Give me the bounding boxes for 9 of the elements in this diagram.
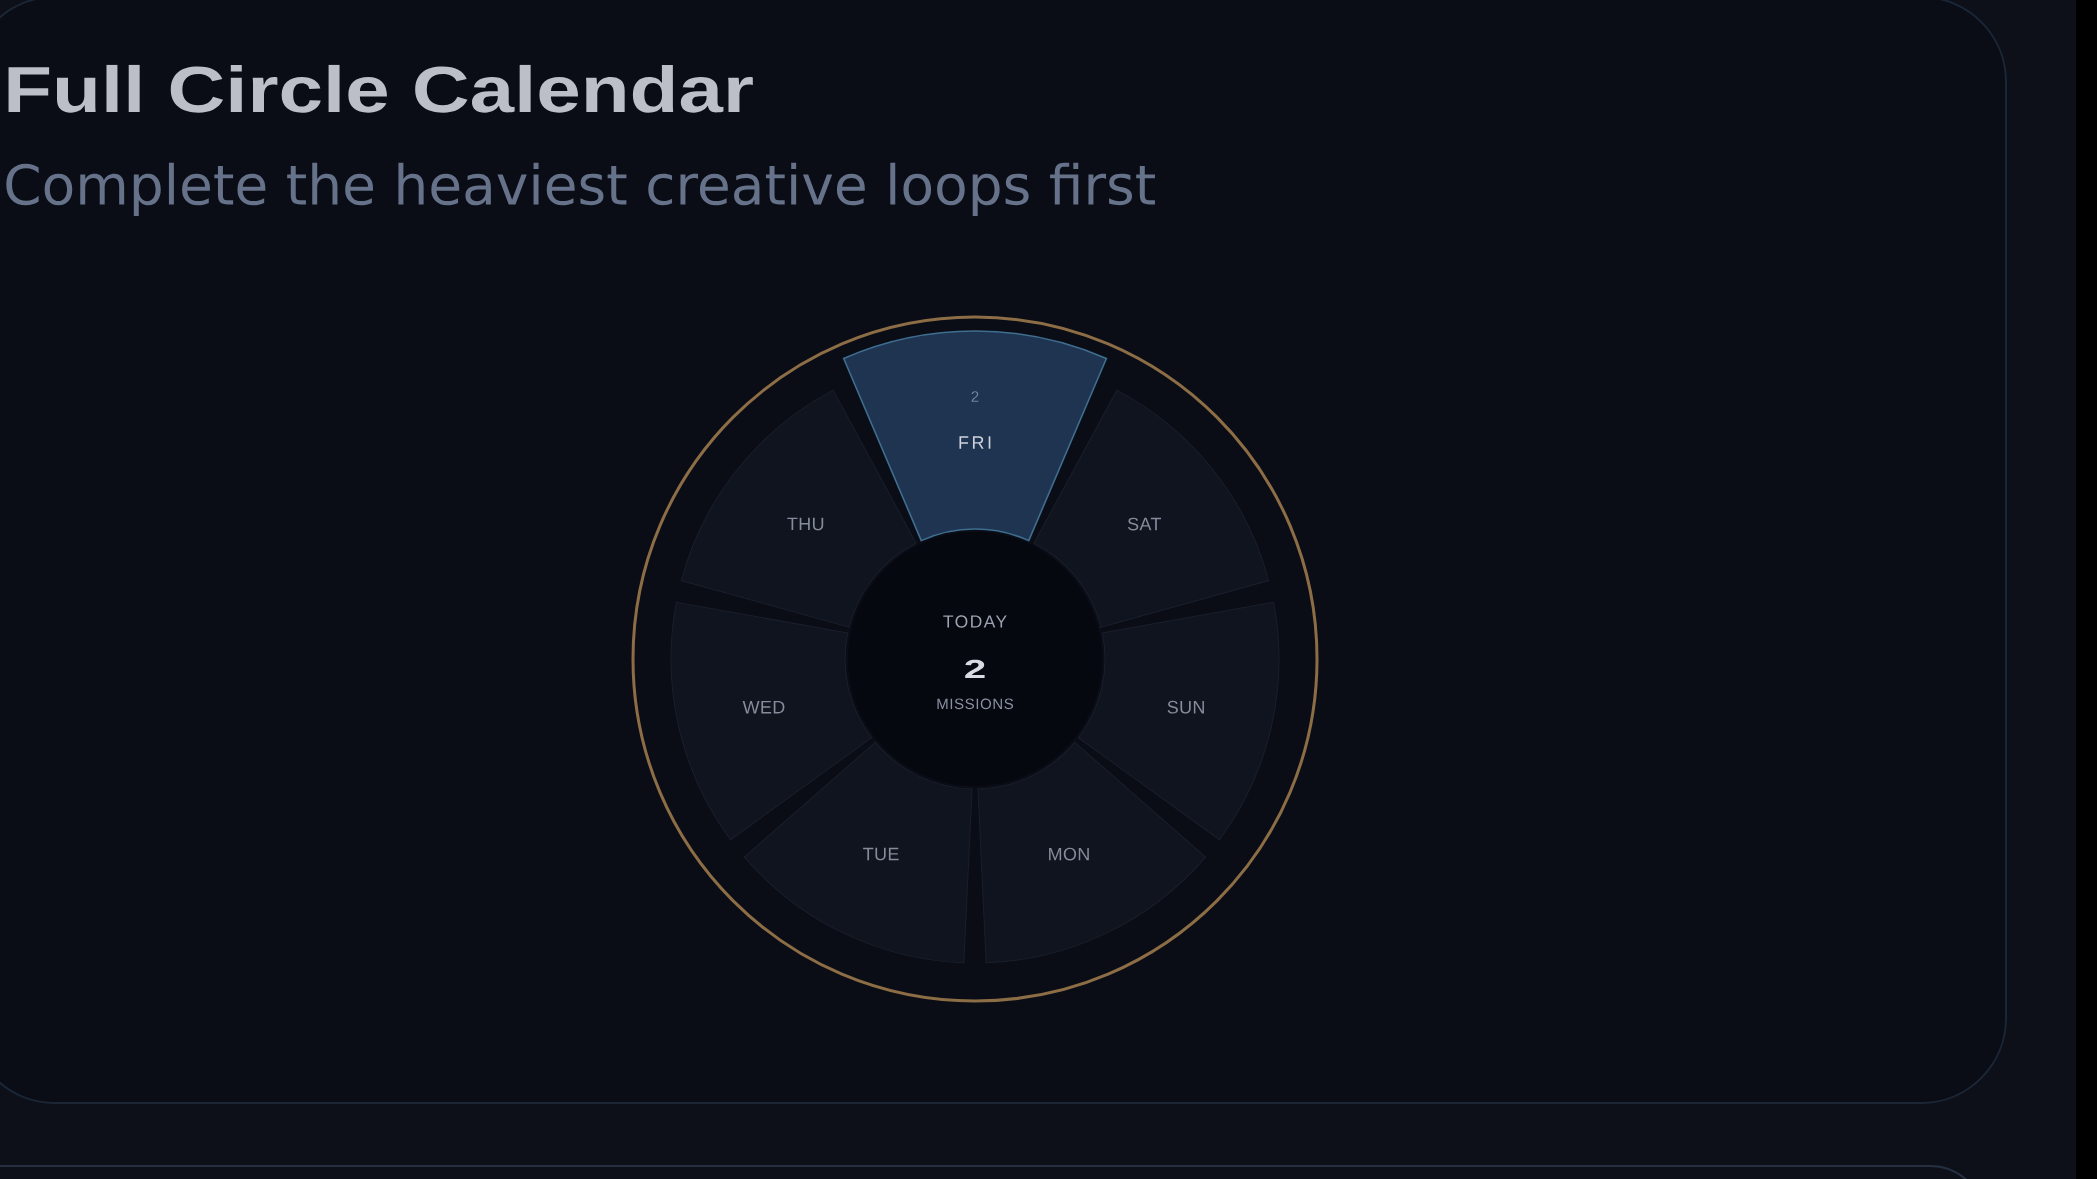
title: Full Circle Calendar [8,64,753,113]
day-segment: SUN [1077,601,1280,841]
day-segment: 2 FRI [842,330,1108,542]
day-segment: THU [680,389,917,628]
day-segment: WED [670,601,873,841]
day-segment: MON [977,741,1207,964]
day-segment: TUE [743,741,973,964]
day-segment: SAT [1033,389,1270,628]
subtitle: Complete the heaviest creative loops first [6,162,1155,216]
